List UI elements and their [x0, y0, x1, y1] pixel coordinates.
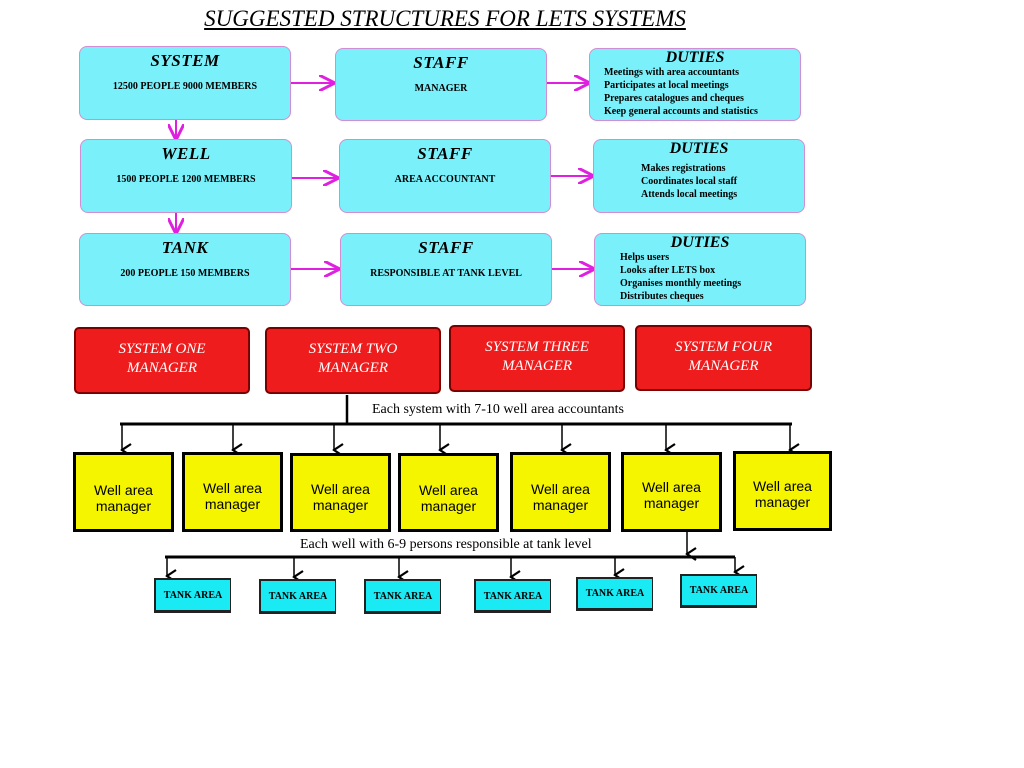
well-manager-box: Well area manager: [73, 452, 174, 532]
well-manager-box: Well area manager: [733, 451, 832, 531]
well-manager-line2: manager: [204, 496, 261, 512]
system-staff-box: STAFF MANAGER: [335, 48, 547, 121]
tank-area-box: TANK AREA: [680, 574, 757, 608]
well-manager-box: Well area manager: [182, 452, 283, 532]
well-duties-head: DUTIES: [669, 140, 729, 157]
well-manager-box: Well area manager: [621, 452, 722, 532]
duty-item: Participates at local meetings: [604, 80, 729, 91]
well-staff-box: STAFF AREA ACCOUNTANT: [339, 139, 551, 213]
well-duties-list: Makes registrations Coordinates local st…: [641, 162, 804, 201]
manager-line1: SYSTEM FOUR: [674, 339, 773, 355]
manager-line1: SYSTEM THREE: [485, 339, 589, 355]
manager-line1: SYSTEM TWO: [308, 341, 398, 357]
tank-area-box: TANK AREA: [474, 579, 551, 613]
manager-line1: SYSTEM ONE: [118, 341, 206, 357]
level-well-size: 1500 PEOPLE 1200 MEMBERS: [116, 174, 256, 185]
well-manager-line2: manager: [532, 497, 589, 513]
tank-area-box: TANK AREA: [364, 579, 441, 614]
system-manager-box: SYSTEM TWO MANAGER: [265, 327, 441, 394]
system-manager-box: SYSTEM THREE MANAGER: [449, 325, 625, 392]
well-manager-line2: manager: [420, 498, 477, 514]
well-manager-line1: Well area: [203, 480, 262, 496]
well-duties-box: DUTIES Makes registrations Coordinates l…: [593, 139, 805, 213]
well-manager-line1: Well area: [642, 479, 701, 495]
well-staff-head: STAFF: [417, 144, 473, 163]
well-manager-line2: manager: [312, 497, 369, 513]
tank-duties-list: Helps users Looks after LETS box Organis…: [620, 251, 805, 303]
diagram-title: SUGGESTED STRUCTURES FOR LETS SYSTEMS: [204, 6, 686, 31]
well-manager-line2: manager: [643, 495, 700, 511]
duty-item: Coordinates local staff: [641, 176, 738, 187]
well-manager-line1: Well area: [94, 482, 153, 498]
duty-item: Helps users: [620, 252, 670, 263]
manager-line2: MANAGER: [318, 360, 388, 376]
well-manager-line1: Well area: [419, 482, 478, 498]
well-manager-line1: Well area: [531, 481, 590, 497]
well-manager-box: Well area manager: [290, 453, 391, 532]
system-manager-box: SYSTEM ONE MANAGER: [74, 327, 250, 394]
level-tank-box: TANK 200 PEOPLE 150 MEMBERS: [79, 233, 291, 306]
well-manager-line2: manager: [754, 494, 811, 510]
tank-staff-head: STAFF: [418, 238, 474, 257]
level-system-box: SYSTEM 12500 PEOPLE 9000 MEMBERS: [79, 46, 291, 120]
tank-duties-box: DUTIES Helps users Looks after LETS box …: [594, 233, 806, 306]
manager-line2: MANAGER: [502, 358, 572, 374]
duty-item: Organises monthly meetings: [620, 278, 742, 289]
tank-staff-role: RESPONSIBLE AT TANK LEVEL: [370, 268, 522, 279]
duty-item: Prepares catalogues and cheques: [604, 93, 744, 104]
duty-item: Meetings with area accountants: [604, 67, 740, 78]
well-manager-line1: Well area: [311, 481, 370, 497]
tank-staff-box: STAFF RESPONSIBLE AT TANK LEVEL: [340, 233, 552, 306]
well-manager-line2: manager: [95, 498, 152, 514]
well-manager-box: Well area manager: [510, 452, 611, 532]
level-system-size: 12500 PEOPLE 9000 MEMBERS: [112, 81, 258, 92]
well-manager-box: Well area manager: [398, 453, 499, 532]
level-tank-name: TANK: [161, 238, 209, 257]
system-staff-role: MANAGER: [414, 83, 468, 94]
tank-area-box: TANK AREA: [154, 578, 231, 613]
duty-item: Attends local meetings: [641, 189, 738, 200]
level-well-name: WELL: [161, 144, 211, 163]
level-tank-size: 200 PEOPLE 150 MEMBERS: [120, 268, 250, 279]
manager-line2: MANAGER: [127, 360, 197, 376]
tank-duties-head: DUTIES: [670, 234, 730, 251]
manager-line2: MANAGER: [688, 358, 759, 374]
system-manager-box: SYSTEM FOUR MANAGER: [635, 325, 812, 391]
duty-item: Keep general accounts and statistics: [604, 106, 758, 117]
level-well-box: WELL 1500 PEOPLE 1200 MEMBERS: [80, 139, 292, 213]
system-staff-head: STAFF: [413, 53, 469, 72]
system-note: Each system with 7-10 well area accounta…: [372, 402, 624, 417]
well-drops: [122, 424, 790, 450]
well-manager-line1: Well area: [753, 478, 812, 494]
level-system-name: SYSTEM: [150, 51, 220, 70]
system-duties-head: DUTIES: [665, 49, 725, 66]
duty-item: Distributes cheques: [620, 291, 704, 302]
tank-drops: [167, 557, 735, 577]
well-staff-role: AREA ACCOUNTANT: [394, 174, 496, 185]
tank-area-box: TANK AREA: [576, 577, 653, 611]
duty-item: Looks after LETS box: [620, 265, 716, 276]
tank-area-box: TANK AREA: [259, 579, 336, 614]
system-duties-box: DUTIES Meetings with area accountants Pa…: [589, 48, 801, 121]
well-note: Each well with 6-9 persons responsible a…: [300, 537, 592, 552]
system-duties-list: Meetings with area accountants Participa…: [604, 66, 800, 118]
duty-item: Makes registrations: [641, 163, 726, 174]
